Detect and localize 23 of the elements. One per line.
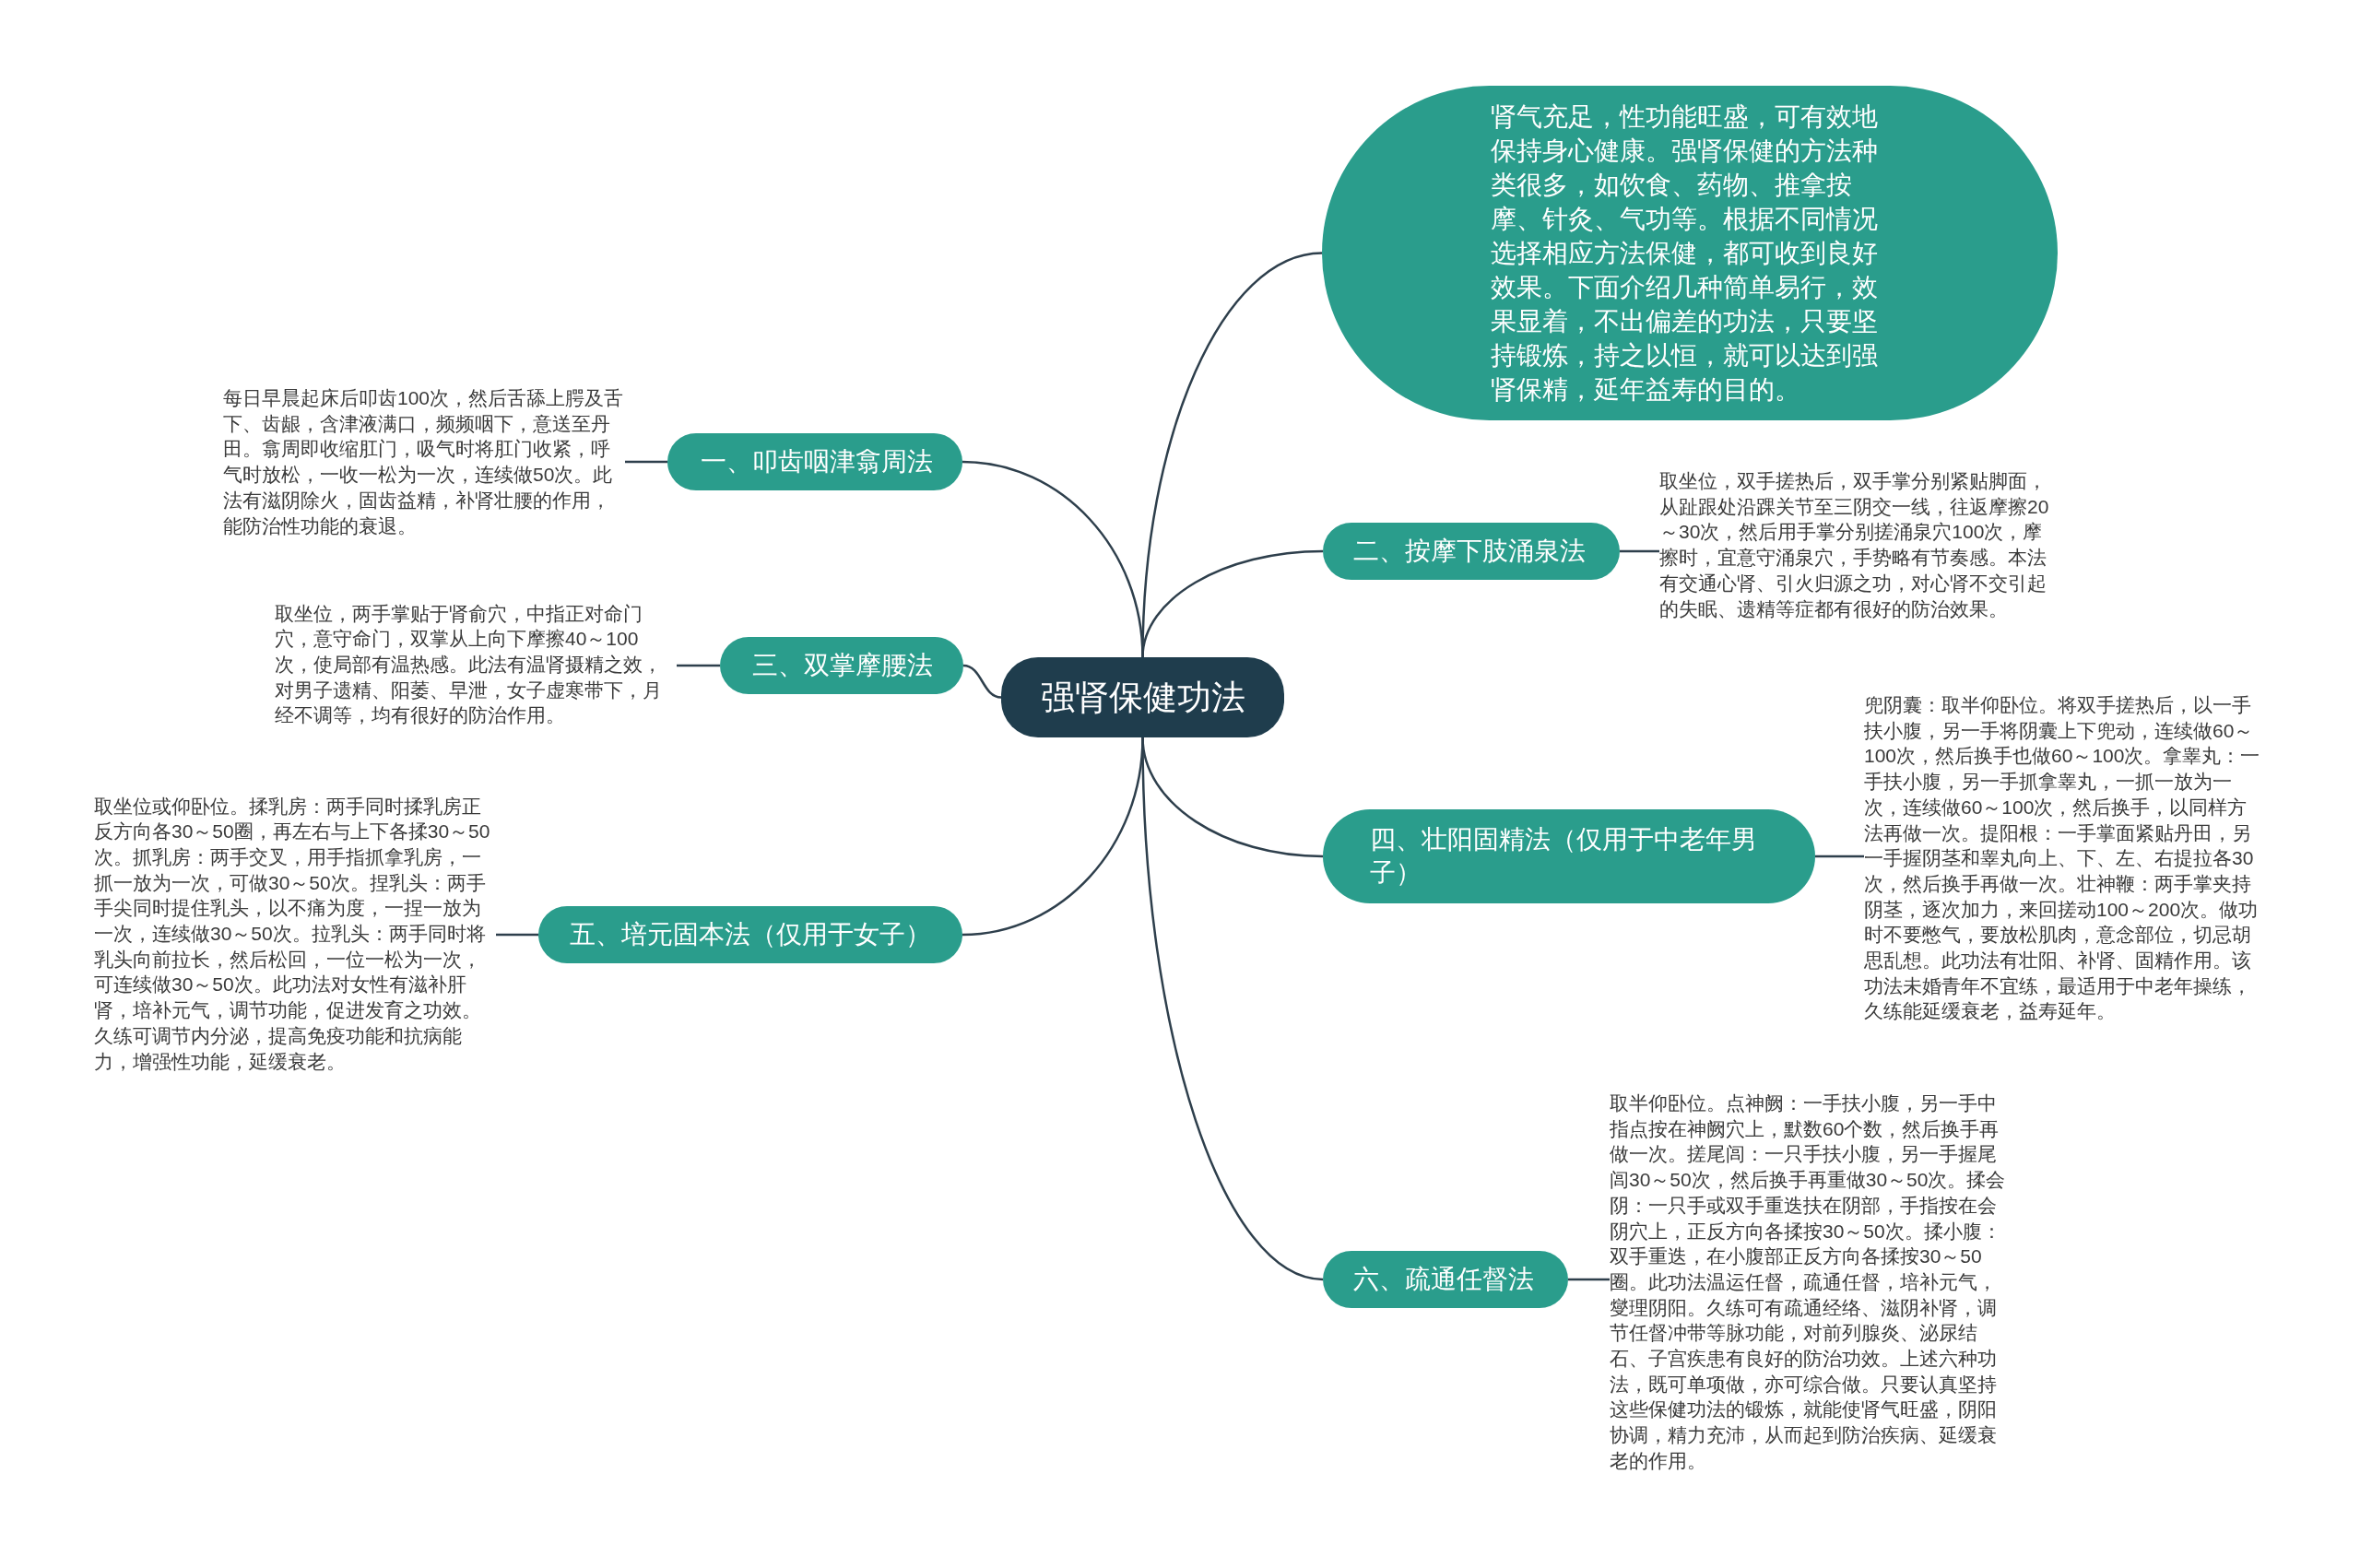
note-text: 兜阴囊：取半仰卧位。将双手搓热后，以一手扶小腹，另一手将阴囊上下兜动，连续做60～100次，然后换手也做60～100次。拿睾丸：一手扶小腹，另一手抓拿睾丸，一抓一放为一次，连续做60～100次，然后换手，以同样方法再做一次。提阳根：一手掌面紧贴丹田，另一手握阴茎和睾丸向上、下、左、右提拉各30次，然后换手再做一次。壮神鞭：两手掌夹持阴茎，逐次加力，来回搓动100～200次。做功时不要憋气，要放松肌肉，意念部位，切忌胡思乱想。此功法有壮阳、补肾、固精作用。该功法未婚青年不宜练，最适用于中老年操练，久练能延缓衰老，益寿延年。 [1864,692,2266,1025]
connector-line [496,933,538,937]
intro-bubble: 肾气充足，性功能旺盛，可有效地保持身心健康。强肾保健的方法种类很多，如饮食、药物、推拿按摩、针灸、气功等。根据不同情况选择相应方法保健，都可收到良好效果。下面介绍几种简单易行，效果显着，不出偏差的功法，只要坚持锻炼，持之以恒，就可以达到强肾保精，延年益寿的目的。 [1322,86,2058,420]
note-text: 取坐位，两手掌贴于肾俞穴，中指正对命门穴，意守命门，双掌从上向下摩擦40～100次，使局部有温热感。此法有温肾摄精之效，对男子遗精、阳萎、早泄，女子虚寒带下，月经不调等，均有很好的防治作用。 [275,600,677,728]
connector-line [625,460,667,464]
connector-line [962,664,1002,699]
connector-line [677,664,720,667]
connector-line [1141,737,1324,1281]
note-text: 取半仰卧位。点神阙：一手扶小腹，另一手中指点按在神阙穴上，默数60个数，然后换手再做一次。搓尾闾：一只手扶小腹，另一手握尾闾30～50次，然后换手再重做30～50次。揉会阴：一只手或双手重迭扶在阴部，手指按在会阴穴上，正反方向各揉按30～50次。揉小腹：双手重迭，在小腹部正反方向各揉按30～50圈。此功法温运任督，疏通任督，培补元气，燮理阴阳。久练可有疏通经络、滋阴补肾，调节任督冲带等脉功能，对前列腺炎、泌尿结石、子宫疾患有良好的防治功效。上述六种功法，既可单项做，亦可综合做。只要认真坚持这些保健功法的锻炼，就能使肾气旺盛，阴阳协调，精力充沛，从而起到防治疾病、延缓衰老的作用。 [1610,1091,2012,1474]
connector-line [1141,549,1324,658]
connector-line [1568,1278,1610,1281]
note-text: 取坐位或仰卧位。揉乳房：两手同时揉乳房正反方向各30～50圈，再左右与上下各揉30～50次。抓乳房：两手交叉，用手指抓拿乳房，一抓一放为一次，可做30～50次。捏乳头：两手手尖同时提住乳头，以不痛为度，一捏一放为一次，连续做30～50次。拉乳头：两手同时将乳头向前拉长，然后松回，一位一松为一次，可连续做30～50次。此功法对女性有滋补肝肾，培补元气，调节功能，促进发育之功效。久练可调节内分泌，提高免疫功能和抗病能力，增强性功能，延缓衰老。 [94,793,496,1075]
note-text: 取坐位，双手搓热后，双手掌分别紧贴脚面，从趾跟处沿踝关节至三阴交一线，往返摩擦20～30次，然后用手掌分别搓涌泉穴100次，摩擦时，宜意守涌泉穴，手势略有节奏感。本法有交通心肾、引火归源之功，对心肾不交引起的失眠、遗精等症都有很好的防治效果。 [1659,468,2061,622]
branch-topic: 二、按摩下肢涌泉法 [1323,523,1620,580]
branch-topic: 四、壮阳固精法（仅用于中老年男子） [1323,809,1815,903]
branch-topic: 三、双掌摩腰法 [720,637,963,694]
central-topic: 强肾保健功法 [1001,657,1284,737]
branch-topic: 五、培元固本法（仅用于女子） [538,906,962,963]
note-text: 每日早晨起床后叩齿100次，然后舌舔上腭及舌下、齿龈，含津液满口，频频咽下，意送至丹田。翕周即收缩肛门，吸气时将肛门收紧，呼气时放松，一收一松为一次，连续做50次。此法有滋阴除火，固齿益精，补肾壮腰的作用，能防治性功能的衰退。 [223,385,625,539]
connector-line [1815,855,1864,858]
branch-topic: 一、叩齿咽津翕周法 [667,433,962,490]
branch-topic: 六、疏通任督法 [1323,1251,1568,1308]
connector-line [1620,549,1659,553]
